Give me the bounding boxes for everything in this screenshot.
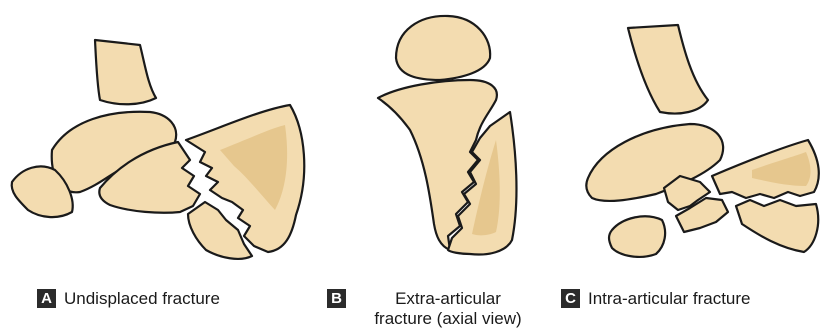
caption-b-line1: Extra-articular (395, 289, 501, 308)
label-a-badge: A (37, 289, 56, 308)
label-c-badge: C (561, 289, 580, 308)
panel-a-illustration (12, 40, 305, 259)
label-b-badge: B (327, 289, 346, 308)
caption-b: B Extra-articular fracture (axial view) (327, 289, 538, 329)
caption-c-text: Intra-articular fracture (588, 289, 751, 309)
caption-b-line2: fracture (axial view) (374, 309, 521, 328)
caption-a-text: Undisplaced fracture (64, 289, 220, 309)
tibia-bone (95, 40, 156, 104)
talus-dome-bone (396, 16, 490, 80)
caption-b-text: Extra-articular fracture (axial view) (358, 289, 538, 329)
calcaneus-posterior-inferior-fragment (736, 200, 818, 252)
caption-a: A Undisplaced fracture (37, 289, 220, 309)
panel-c-illustration (586, 25, 818, 257)
panel-b-illustration (378, 16, 516, 255)
caption-c: C Intra-articular fracture (561, 289, 751, 309)
cuboid-bone (609, 216, 665, 257)
tibia-bone (628, 25, 708, 114)
